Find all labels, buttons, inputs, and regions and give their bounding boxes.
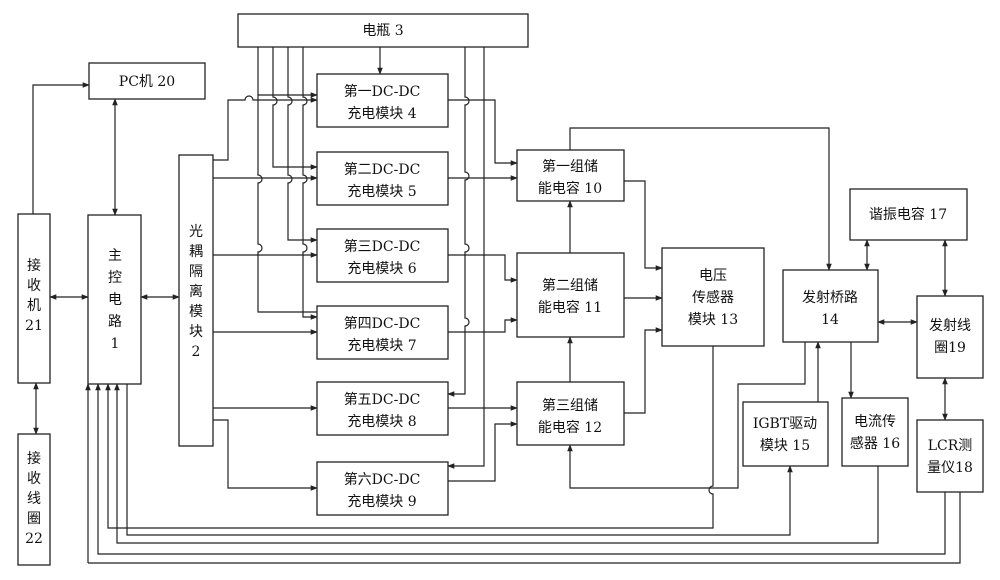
- receiver-label-2: 收: [27, 278, 41, 294]
- current-sensor-line-1: 电流传: [854, 414, 896, 430]
- current-sensor-line-2: 感器 16: [850, 435, 900, 452]
- dcdc-7-line-2: 充电模块 7: [347, 338, 416, 354]
- dcdc-9-line-2: 充电模块 9: [347, 494, 416, 510]
- dcdc-6-line-2: 充电模块 6: [347, 261, 416, 277]
- dcdc-module-5: 第二DC-DC 充电模块 5: [317, 152, 448, 205]
- battery-block: 电瓶 3: [238, 14, 528, 47]
- receive-coil-label-1: 接: [27, 450, 41, 467]
- dcdc-6-line-1: 第三DC-DC: [344, 238, 421, 255]
- receiver-label-4: 21: [25, 318, 43, 334]
- receive-coil-label-5: 22: [25, 531, 43, 547]
- dcdc-8-line-2: 充电模块 8: [347, 414, 416, 430]
- transmit-bridge-block: 发射桥路 14: [783, 270, 878, 342]
- optocoupler-label-6: 块: [189, 324, 203, 340]
- igbt-line-1: IGBT驱动: [753, 416, 817, 432]
- tx-coil-line-2: 圈19: [934, 340, 966, 356]
- lcr-line-2: 量仪18: [927, 460, 973, 476]
- optocoupler-label-5: 模: [189, 304, 203, 320]
- igbt-line-2: 模块 15: [760, 438, 810, 454]
- voltage-sensor-line-3: 模块 13: [688, 312, 738, 328]
- dcdc-module-8: 第五DC-DC 充电模块 8: [317, 382, 448, 435]
- dcdc-module-6: 第三DC-DC 充电模块 6: [317, 229, 448, 282]
- main-control-label-5: 1: [111, 336, 120, 352]
- optocoupler-label-1: 光: [189, 224, 203, 240]
- receive-coil-block: 接 收 线 圈 22: [18, 434, 50, 565]
- cap-12-line-2: 能电容 12: [538, 419, 602, 436]
- pc-block: PC机 20: [89, 63, 205, 99]
- dcdc-9-line-1: 第六DC-DC: [344, 471, 421, 488]
- dcdc-7-line-1: 第四DC-DC: [344, 315, 421, 332]
- cap-12-line-1: 第三组储: [542, 397, 598, 414]
- bridge-line-1: 发射桥路: [802, 290, 858, 306]
- voltage-sensor-line-1: 电压: [699, 268, 727, 284]
- tx-coil-line-1: 发射线: [929, 318, 971, 334]
- main-control-label-4: 路: [108, 314, 122, 330]
- main-control-block: 主 控 电 路 1: [88, 215, 141, 384]
- bridge-line-2: 14: [821, 312, 839, 328]
- receiver-label-3: 机: [27, 298, 41, 314]
- dcdc-module-4: 第一DC-DC 充电模块 4: [317, 74, 448, 127]
- resonant-cap-label: 谐振电容 17: [869, 206, 947, 223]
- voltage-sensor-block: 电压 传感器 模块 13: [662, 248, 764, 346]
- optocoupler-label-7: 2: [192, 344, 201, 360]
- dcdc-5-line-2: 充电模块 5: [347, 184, 416, 200]
- capacitor-group-12: 第三组储 能电容 12: [517, 382, 624, 445]
- capacitor-group-10: 第一组储 能电容 10: [517, 150, 624, 201]
- receive-coil-label-2: 收: [27, 471, 41, 487]
- receive-coil-label-4: 圈: [27, 511, 41, 527]
- pc-label: PC机 20: [119, 74, 175, 90]
- voltage-sensor-line-2: 传感器: [692, 289, 734, 306]
- capacitor-group-11: 第二组储 能电容 11: [517, 253, 624, 337]
- dcdc-8-line-1: 第五DC-DC: [344, 391, 421, 408]
- lcr-line-1: LCR测: [928, 438, 973, 454]
- cap-11-line-1: 第二组储: [542, 277, 598, 294]
- optocoupler-label-4: 离: [189, 283, 203, 300]
- receiver-block: 接 收 机 21: [18, 214, 50, 383]
- cap-10-line-2: 能电容 10: [538, 180, 602, 197]
- receiver-label-1: 接: [27, 257, 41, 274]
- dcdc-module-9: 第六DC-DC 充电模块 9: [317, 462, 448, 515]
- cap-10-line-1: 第一组储: [542, 158, 598, 175]
- resonant-capacitor-block: 谐振电容 17: [850, 189, 967, 240]
- optocoupler-block: 光 耦 隔 离 模 块 2: [179, 155, 213, 446]
- transmit-coil-block: 发射线 圈19: [917, 296, 983, 378]
- optocoupler-label-3: 隔: [189, 264, 203, 280]
- dcdc-4-line-1: 第一DC-DC: [344, 83, 421, 100]
- dcdc-4-line-2: 充电模块 4: [347, 106, 416, 122]
- optocoupler-label-2: 耦: [189, 244, 203, 260]
- dcdc-5-line-1: 第二DC-DC: [344, 161, 421, 178]
- igbt-driver-block: IGBT驱动 模块 15: [743, 402, 828, 466]
- current-sensor-block: 电流传 感器 16: [842, 398, 908, 466]
- main-control-label-3: 电: [108, 292, 122, 308]
- battery-label: 电瓶 3: [362, 23, 403, 39]
- lcr-meter-block: LCR测 量仪18: [917, 420, 983, 492]
- main-control-label-1: 主: [108, 248, 122, 264]
- cap-11-line-2: 能电容 11: [538, 299, 602, 316]
- main-control-label-2: 控: [108, 270, 122, 286]
- dcdc-module-7: 第四DC-DC 充电模块 7: [317, 306, 448, 359]
- receive-coil-label-3: 线: [27, 491, 41, 507]
